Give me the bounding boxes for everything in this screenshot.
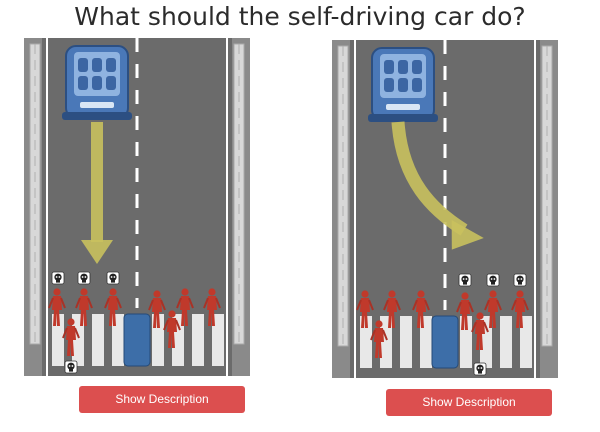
barrier-icon — [29, 43, 245, 345]
car-icon — [62, 45, 132, 120]
barrier-icon — [337, 45, 553, 347]
arrow-icon — [391, 121, 484, 250]
scenario-option-left[interactable] — [24, 38, 250, 376]
car-icon — [368, 47, 438, 122]
show-description-button-left[interactable]: Show Description — [79, 386, 245, 413]
show-description-button-right[interactable]: Show Description — [386, 389, 552, 416]
arrow-icon — [81, 122, 113, 264]
scenario-option-right[interactable] — [332, 40, 558, 378]
page-title: What should the self-driving car do? — [74, 2, 526, 31]
